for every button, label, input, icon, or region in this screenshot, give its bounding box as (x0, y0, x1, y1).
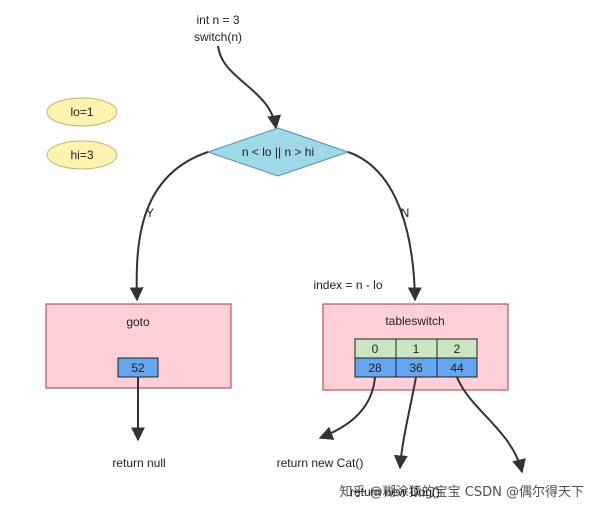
arrow-offset-0-to-return (318, 376, 376, 440)
decision-diamond (206, 127, 350, 177)
offset-label-1: 36 (409, 361, 423, 375)
arrow-offset-2-to-return (456, 376, 526, 474)
key-label-0: 0 (372, 342, 379, 356)
var-label-hi: hi=3 (70, 148, 93, 162)
goto-title: goto (126, 315, 150, 329)
index-expression: index = n - lo (313, 278, 382, 292)
arrow-start-to-decision (217, 45, 282, 130)
arrow-yes-branch (129, 151, 209, 302)
start-line-1: int n = 3 (196, 13, 239, 27)
tableswitch-title: tableswitch (385, 314, 444, 328)
arrow-offset-1-to-return (393, 376, 417, 470)
var-ellipse-hi (46, 140, 118, 170)
return-cat: return new Cat() (277, 456, 364, 470)
arrow-no-branch (347, 151, 422, 302)
key-label-2: 2 (454, 342, 461, 356)
watermark: 知乎 @糊涂猿的宝宝 CSDN @偶尔得天下 (340, 484, 584, 500)
branch-label-no: N (401, 206, 410, 220)
offset-label-0: 28 (368, 361, 382, 375)
branch-label-yes: Y (146, 206, 154, 220)
var-label-lo: lo=1 (70, 105, 93, 119)
return-null: return null (112, 456, 165, 470)
var-ellipse-lo (46, 97, 118, 127)
goto-value: 52 (131, 361, 145, 375)
key-label-1: 1 (413, 342, 420, 356)
return-third: return new Dog() (350, 485, 440, 499)
decision-label: n < lo || n > hi (242, 145, 314, 159)
offset-label-2: 44 (450, 361, 464, 375)
start-line-2: switch(n) (194, 30, 242, 44)
